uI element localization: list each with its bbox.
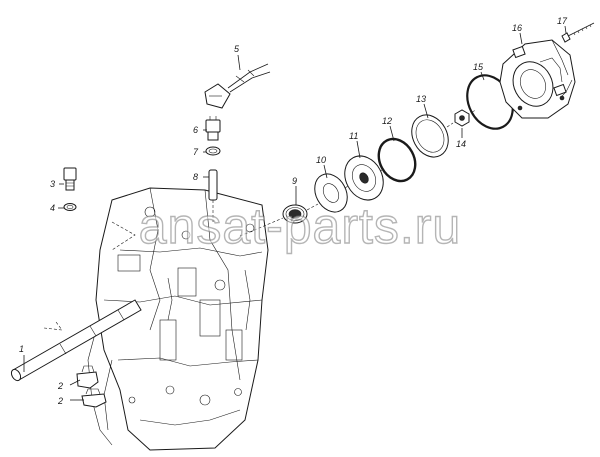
callout-9: 9 [292, 176, 297, 186]
part-2-bracket-upper [76, 365, 99, 389]
callout-2-lower: 2 [57, 396, 63, 406]
callout-1: 1 [19, 344, 24, 354]
part-3-sensor [63, 167, 77, 191]
callout-10: 10 [316, 155, 326, 165]
part-4-washer [63, 203, 77, 211]
part-5-cable-connector [204, 63, 271, 109]
callout-17: 17 [557, 16, 568, 26]
part-10-washer [314, 173, 348, 213]
part-8-pin [208, 169, 218, 222]
callout-11: 11 [349, 131, 358, 141]
gearbox-housing [87, 187, 269, 451]
callout-8: 8 [193, 172, 198, 182]
part-17-bolt [561, 22, 595, 43]
part-6-switch [205, 116, 221, 141]
callout-6: 6 [193, 125, 198, 135]
part-7-o-ring [205, 146, 221, 156]
part-2-bracket-lower [81, 388, 107, 408]
leader-lines [23, 25, 567, 401]
callout-3: 3 [50, 179, 55, 189]
part-1-shift-rod [10, 299, 142, 382]
callout-15: 15 [473, 62, 484, 72]
part-16-cover [499, 39, 576, 119]
callout-7: 7 [193, 147, 199, 157]
callout-13: 13 [416, 94, 426, 104]
callout-5: 5 [234, 44, 240, 54]
part-12-seal-ring [377, 137, 417, 183]
callout-labels: 1 2 2 3 4 5 6 7 8 9 10 11 12 13 14 15 16… [19, 16, 568, 406]
part-13-ring [411, 114, 449, 158]
callout-12: 12 [382, 116, 392, 126]
callout-2-upper: 2 [57, 381, 63, 391]
part-9-bearing-hub [282, 204, 308, 224]
part-11-piston-disc [344, 155, 384, 201]
part-14-nut [454, 109, 470, 127]
assembly-axis [239, 109, 477, 237]
callout-4: 4 [50, 203, 55, 213]
callout-16: 16 [512, 23, 522, 33]
callout-14: 14 [456, 139, 466, 149]
